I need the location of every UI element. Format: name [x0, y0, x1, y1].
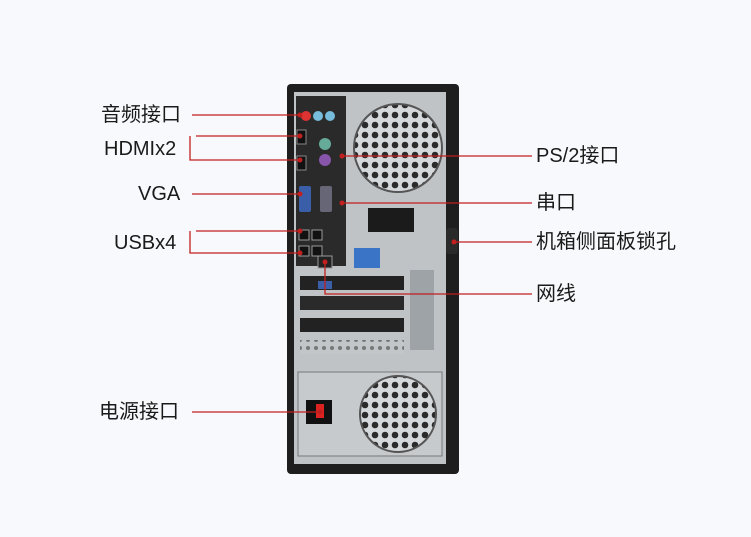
audio-jacks	[301, 111, 335, 121]
expansion-slots	[300, 270, 434, 354]
fan-top	[353, 103, 443, 193]
blue-latch	[354, 248, 380, 268]
label-hdmi: HDMIx2	[104, 138, 177, 160]
fan-psu	[359, 375, 437, 453]
label-usb: USBx4	[114, 232, 177, 254]
label-vga: VGA	[138, 183, 181, 205]
callout-dots	[297, 112, 457, 415]
ps2-port-2	[319, 154, 331, 166]
usb-port-4	[311, 245, 323, 257]
usb-port-1	[298, 229, 310, 241]
label-power: 电源接口	[99, 401, 179, 423]
label-audio: 音频接口	[101, 104, 181, 126]
vga-port	[299, 186, 311, 212]
ps2-port-1	[319, 138, 331, 150]
label-ps2: PS/2接口	[536, 145, 620, 167]
module-block	[368, 208, 414, 232]
label-serial: 串口	[536, 192, 576, 214]
callout-lines	[189, 114, 532, 413]
label-network: 网线	[536, 283, 576, 305]
serial-port	[320, 186, 332, 212]
label-lock: 机箱侧面板锁孔	[536, 231, 676, 253]
hdmi-port-2	[296, 155, 307, 171]
usb-port-2	[311, 229, 323, 241]
